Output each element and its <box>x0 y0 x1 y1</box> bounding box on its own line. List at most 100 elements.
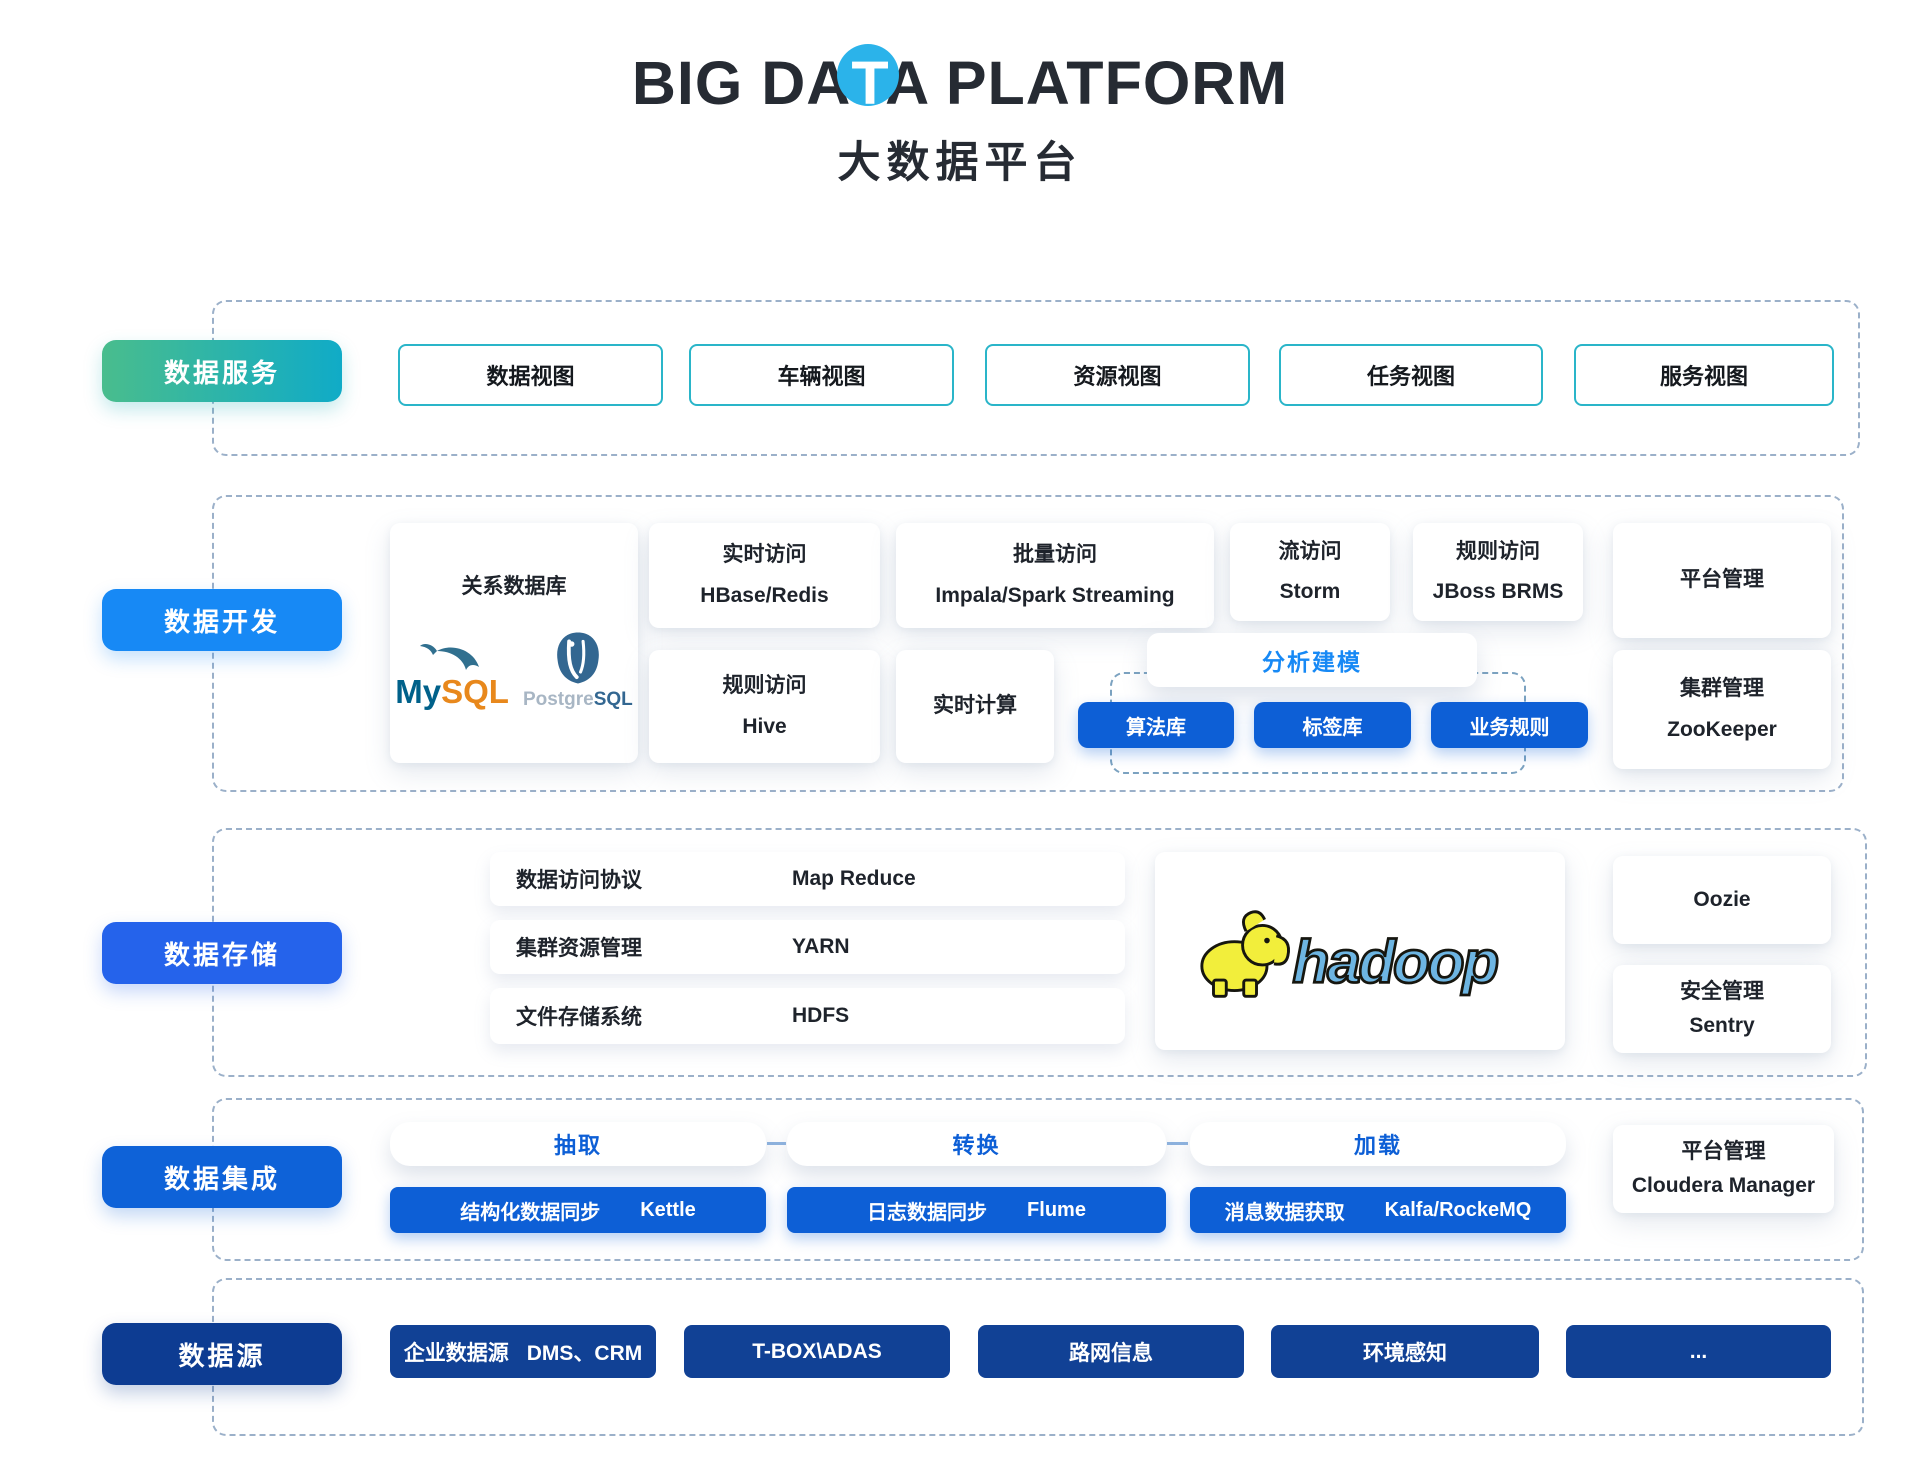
source-label: 企业数据源 <box>403 1341 509 1365</box>
hadoop-elephant-icon <box>1200 910 1290 998</box>
card-tech: HBase/Redis <box>700 583 829 607</box>
card-platform-mgmt: 平台管理 <box>1613 523 1831 638</box>
mysql-wordmark: MySQL <box>395 671 509 712</box>
label-data-sources: 数据源 <box>102 1323 342 1385</box>
card-title: 平台管理 <box>1681 1139 1766 1163</box>
postgresql-elephant-icon <box>556 632 599 684</box>
postgre-part: Postgre <box>522 689 594 711</box>
label-text: 数据源 <box>178 1340 266 1371</box>
view-box-task: 任务视图 <box>1279 344 1543 406</box>
stack-tech: HDFS <box>792 1004 850 1027</box>
card-title: 集群管理 <box>1680 677 1764 701</box>
postgresql-wordmark: PostgreSQL <box>523 688 633 712</box>
label-text: 数据开发 <box>163 606 280 637</box>
modeling-title: 分析建模 <box>1262 649 1362 675</box>
postgresql-logo: PostgreSQL <box>523 630 633 712</box>
pill-label: 标签库 <box>1302 716 1363 739</box>
pill-log-sync-flume: 日志数据同步 Flume <box>787 1187 1166 1233</box>
label-data-development: 数据开发 <box>102 589 342 651</box>
card-tech: JBoss BRMS <box>1432 580 1564 603</box>
card-title: 关系数据库 <box>461 575 567 598</box>
view-box-data: 数据视图 <box>398 344 663 406</box>
card-title: 实时计算 <box>933 694 1017 718</box>
step-label: 转换 <box>952 1133 1001 1158</box>
card-realtime-access: 实时访问 HBase/Redis <box>649 523 880 628</box>
label-data-storage: 数据存储 <box>102 922 342 984</box>
pill-structured-sync-kettle: 结构化数据同步 Kettle <box>390 1187 766 1233</box>
pill-label: 日志数据同步 <box>867 1201 988 1224</box>
card-tech: Impala/Spark Streaming <box>935 583 1175 607</box>
card-rule-access-jboss: 规则访问 JBoss BRMS <box>1413 523 1583 621</box>
source-road-network: 路网信息 <box>978 1325 1244 1378</box>
pill-tech: Kalfa/RockeMQ <box>1384 1198 1532 1221</box>
card-title: 规则访问 <box>1456 539 1540 563</box>
step-connector <box>767 1142 786 1145</box>
view-box-service: 服务视图 <box>1574 344 1834 406</box>
source-enterprise: 企业数据源 DMS、CRM <box>390 1325 656 1378</box>
mysql-dolphin-icon <box>420 643 480 670</box>
stack-name: 集群资源管理 <box>516 937 642 960</box>
pill-label: 算法库 <box>1126 716 1186 739</box>
title-dot-icon: T <box>851 49 886 117</box>
card-oozie: Oozie <box>1613 856 1831 944</box>
stack-row-cluster-resource: 集群资源管理 YARN <box>490 920 1125 974</box>
view-box-label: 任务视图 <box>1366 364 1455 389</box>
card-tech: Cloudera Manager <box>1631 1174 1816 1197</box>
pill-tech: Flume <box>1027 1198 1086 1221</box>
card-title: 平台管理 <box>1680 568 1764 592</box>
pill-message-capture-kalfa: 消息数据获取 Kalfa/RockeMQ <box>1190 1187 1566 1233</box>
card-title: 实时访问 <box>722 543 807 567</box>
view-box-label: 服务视图 <box>1659 364 1748 389</box>
step-connector <box>1167 1142 1188 1145</box>
label-text: 数据服务 <box>163 357 280 388</box>
pill-tag-library: 标签库 <box>1254 702 1411 748</box>
card-tech: Hive <box>742 714 787 738</box>
pill-label: 业务规则 <box>1469 716 1550 739</box>
stack-tech: YARN <box>792 935 850 958</box>
card-cloudera-manager: 平台管理 Cloudera Manager <box>1613 1125 1834 1213</box>
card-tech: Storm <box>1279 580 1341 603</box>
sql-part: SQL <box>593 689 633 711</box>
card-tech: Sentry <box>1689 1014 1755 1037</box>
source-tbox-adas: T-BOX\ADAS <box>684 1325 950 1378</box>
stack-row-file-storage: 文件存储系统 HDFS <box>490 988 1125 1044</box>
card-title: 流访问 <box>1278 539 1342 563</box>
source-more: ... <box>1566 1325 1831 1378</box>
pill-tech: Kettle <box>640 1198 696 1221</box>
source-label: 路网信息 <box>1069 1341 1153 1365</box>
card-relational-db: 关系数据库 MySQL PostgreSQL <box>390 523 638 763</box>
page-subtitle: 大数据平台 <box>837 139 1083 187</box>
pill-label: 结构化数据同步 <box>460 1201 601 1224</box>
modeling-title-box: 分析建模 <box>1147 633 1477 687</box>
db-logos: MySQL PostgreSQL <box>395 630 633 712</box>
mysql-my: My <box>395 672 442 710</box>
card-rule-access-hive: 规则访问 Hive <box>649 650 880 763</box>
step-label: 抽取 <box>553 1133 602 1158</box>
source-label: ... <box>1689 1339 1708 1363</box>
stack-row-access-protocol: 数据访问协议 Map Reduce <box>490 852 1125 906</box>
card-batch-access: 批量访问 Impala/Spark Streaming <box>896 523 1214 628</box>
card-title: 安全管理 <box>1680 979 1764 1003</box>
step-extract: 抽取 <box>390 1122 766 1166</box>
pill-label: 消息数据获取 <box>1224 1201 1345 1224</box>
card-title: 规则访问 <box>722 674 807 698</box>
card-hadoop: hadoop <box>1155 852 1565 1050</box>
title-part-pre: BIG DA <box>631 49 852 117</box>
view-box-vehicle: 车辆视图 <box>689 344 954 406</box>
hadoop-wordmark: hadoop <box>1293 927 1498 995</box>
mysql-logo: MySQL <box>395 641 509 712</box>
card-title: 批量访问 <box>1013 543 1097 567</box>
view-box-label: 数据视图 <box>486 364 575 389</box>
card-security-sentry: 安全管理 Sentry <box>1613 965 1831 1053</box>
stack-tech: Map Reduce <box>792 867 916 890</box>
source-environment: 环境感知 <box>1271 1325 1539 1378</box>
pill-business-rules: 业务规则 <box>1431 702 1588 748</box>
card-tech: ZooKeeper <box>1667 717 1777 741</box>
view-box-resource: 资源视图 <box>985 344 1250 406</box>
step-load: 加载 <box>1190 1122 1566 1166</box>
label-data-services: 数据服务 <box>102 340 342 402</box>
label-data-integration: 数据集成 <box>102 1146 342 1208</box>
title-part-post: A PLATFORM <box>885 49 1289 117</box>
mysql-sql: SQL <box>441 672 509 710</box>
